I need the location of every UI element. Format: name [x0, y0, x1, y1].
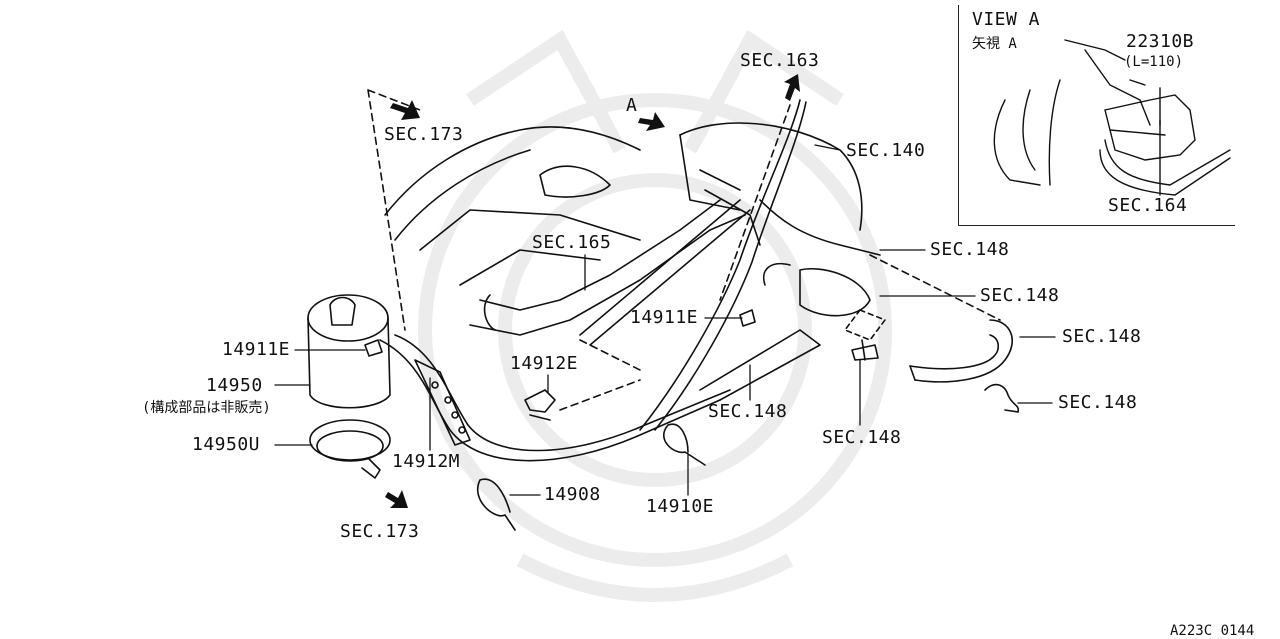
vent-pipe — [579, 99, 807, 431]
tie-14910e — [662, 423, 706, 466]
inset-drawing — [993, 39, 1231, 196]
sec163-label: SEC.163 — [740, 50, 820, 71]
sec173-top-label: SEC.173 — [384, 124, 464, 145]
direction-arrows — [385, 74, 800, 508]
part-label-22310b: 22310B — [1126, 31, 1195, 52]
sec148-label-4: SEC.148 — [1058, 392, 1138, 413]
connector-sec148 — [851, 339, 879, 361]
dashed-leader-sec148-right — [869, 254, 1001, 321]
clip-14911e-left — [364, 339, 383, 357]
part-14950-note: (構成部品は非販売) — [142, 400, 271, 416]
clip-sec148 — [984, 383, 1020, 413]
part-14911e-mid-label: 14911E — [630, 307, 699, 328]
hose-sec148-right — [909, 319, 1014, 383]
inset-sec164-label: SEC.164 — [1108, 195, 1188, 216]
part-length-label: (L=110) — [1124, 54, 1184, 70]
evap-canister-14950 — [307, 294, 391, 409]
sec148-label-5: SEC.148 — [708, 401, 788, 422]
view-a-title: VIEW A — [972, 9, 1041, 30]
tie-14908 — [477, 478, 516, 531]
view-a-title-jp: 矢視 A — [972, 36, 1017, 52]
reference-code: A223C 0144 — [1170, 623, 1255, 639]
part-14910e-label: 14910E — [646, 496, 715, 517]
sec140-label: SEC.140 — [846, 140, 926, 161]
sec148-label-1: SEC.148 — [930, 239, 1010, 260]
part-14950u-label: 14950U — [192, 434, 261, 455]
part-14908-label: 14908 — [544, 484, 601, 505]
dashed-leader-center — [559, 339, 641, 411]
view-a-inset — [958, 5, 1235, 226]
arrow-sec173-top — [390, 100, 420, 120]
sec148-label-2: SEC.148 — [980, 285, 1060, 306]
canister-bracket-14950u — [309, 419, 391, 479]
part-14911e-left-label: 14911E — [222, 339, 291, 360]
hose-14912m — [379, 334, 731, 462]
arrow-sec163 — [784, 74, 800, 101]
sec148-label-3: SEC.148 — [1062, 326, 1142, 347]
arrow-a-label: A — [626, 95, 638, 116]
arrow-sec173-bottom — [385, 490, 408, 508]
dashed-leader-sec173 — [367, 89, 421, 331]
sec148-label-6: SEC.148 — [822, 427, 902, 448]
leader-lines — [274, 144, 1056, 496]
connector-dashed — [844, 309, 886, 341]
watermark — [418, 29, 892, 602]
clip-14912e — [524, 389, 556, 421]
part-14912m-label: 14912M — [392, 451, 461, 472]
sec165-label: SEC.165 — [532, 232, 612, 253]
part-14912e-label: 14912E — [510, 353, 579, 374]
clip-14911e-mid — [739, 309, 756, 327]
dashed-leader-sec163 — [719, 104, 791, 301]
hose-sec148-center — [699, 329, 821, 401]
sec173-bottom-label: SEC.173 — [340, 521, 420, 542]
part-14950-label: 14950 — [206, 375, 263, 396]
arrow-a — [638, 112, 665, 131]
